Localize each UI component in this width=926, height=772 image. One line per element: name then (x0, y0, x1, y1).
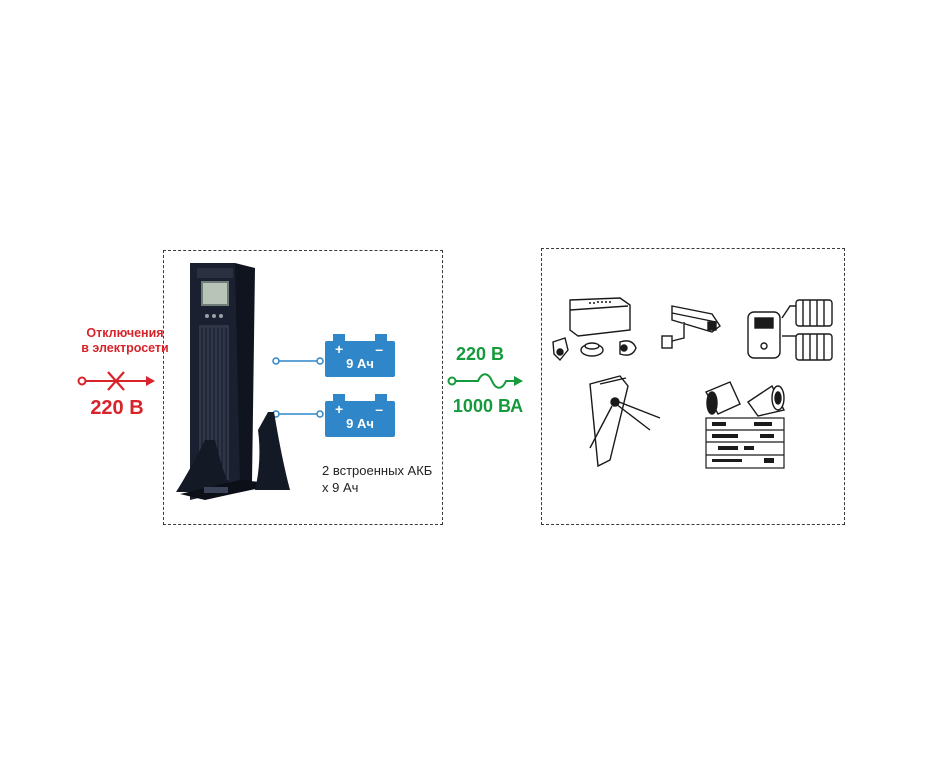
output-power-arrow-icon (447, 373, 523, 389)
battery-plus-sign: + (335, 341, 344, 357)
ups-group-frame (163, 250, 443, 525)
output-voltage-label: 220 В (455, 344, 505, 364)
battery-connectors (272, 357, 324, 418)
turnstile-icon (589, 375, 661, 468)
rack-equipment-icon (705, 417, 785, 469)
battery-caption-line1: 2 встроенных АКБ (322, 463, 433, 478)
gas-boiler-icon (747, 299, 833, 361)
battery-capacity: 9 Ач (346, 416, 374, 431)
battery-capacity: 9 Ач (346, 356, 374, 371)
load-group-frame (541, 248, 845, 525)
ups-tower-icon (176, 263, 290, 500)
input-voltage-label: 220 В (90, 397, 144, 419)
security-panel-icon (569, 297, 631, 337)
battery-minus-sign: – (375, 341, 383, 357)
input-power-arrow-icon (77, 371, 155, 391)
battery-plus-sign: + (335, 401, 344, 417)
battery-minus-sign: – (375, 401, 383, 417)
output-power-label: 1000 ВА (452, 396, 524, 416)
cctv-camera-icon (661, 305, 721, 349)
battery-2: + – 9 Ач (325, 394, 395, 437)
battery-caption-line2: х 9 Ач (322, 480, 359, 495)
detectors-icon (552, 337, 637, 362)
battery-caption: 2 встроенных АКБ х 9 Ач (322, 462, 462, 496)
outage-label: Отключения в электросети (60, 326, 190, 356)
battery-1: + – 9 Ач (325, 334, 395, 377)
loudspeakers-icon (705, 381, 786, 417)
outage-label-line1: Отключения (86, 326, 164, 340)
outage-label-line2: в электросети (81, 341, 169, 355)
